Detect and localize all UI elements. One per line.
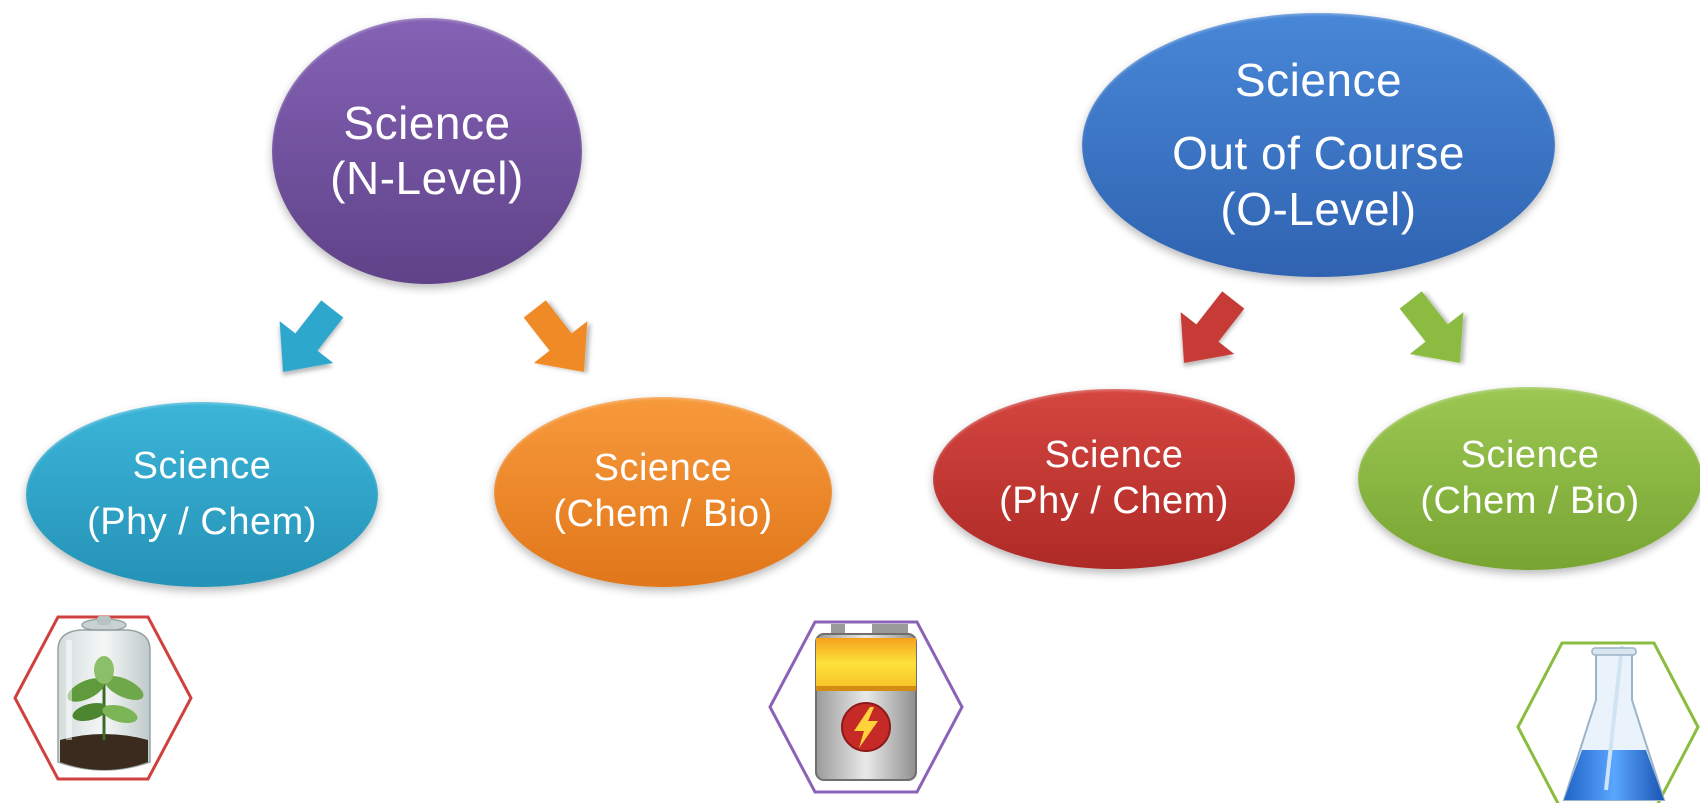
arrow-o-to-chem-bio (1399, 291, 1464, 363)
node-level-label: (O-Level) (1220, 182, 1417, 235)
node-title: Science (1460, 433, 1600, 476)
node-title: Science (1044, 434, 1184, 477)
n-level-chem-bio-node: Science (Chem / Bio) (494, 397, 832, 587)
arrow-o-to-phy-chem (1180, 291, 1245, 363)
flask-icon (1516, 641, 1700, 803)
node-title: Science (1234, 54, 1403, 107)
node-combination-label: (Chem / Bio) (1420, 479, 1640, 522)
node-title: Science (343, 96, 511, 149)
node-combination-label: (Phy / Chem) (87, 500, 317, 543)
arrow-n-to-chem-bio (523, 300, 588, 372)
arrow-n-to-phy-chem (279, 300, 344, 372)
node-subtitle: Out of Course (1172, 127, 1465, 180)
n-level-phy-chem-node: Science (Phy / Chem) (26, 402, 378, 587)
battery-icon (768, 620, 964, 794)
science-n-level-node: Science (N-Level) (272, 18, 582, 284)
node-title: Science (593, 447, 733, 490)
node-title: Science (132, 444, 272, 487)
node-level-label: (N-Level) (330, 152, 524, 204)
science-o-level-node: Science Out of Course (O-Level) (1082, 13, 1555, 277)
o-level-phy-chem-node: Science (Phy / Chem) (933, 389, 1295, 569)
terrarium-plant-icon (13, 615, 193, 781)
node-combination-label: (Chem / Bio) (553, 493, 773, 535)
node-combination-label: (Phy / Chem) (999, 480, 1229, 522)
o-level-chem-bio-node: Science (Chem / Bio) (1358, 387, 1700, 570)
